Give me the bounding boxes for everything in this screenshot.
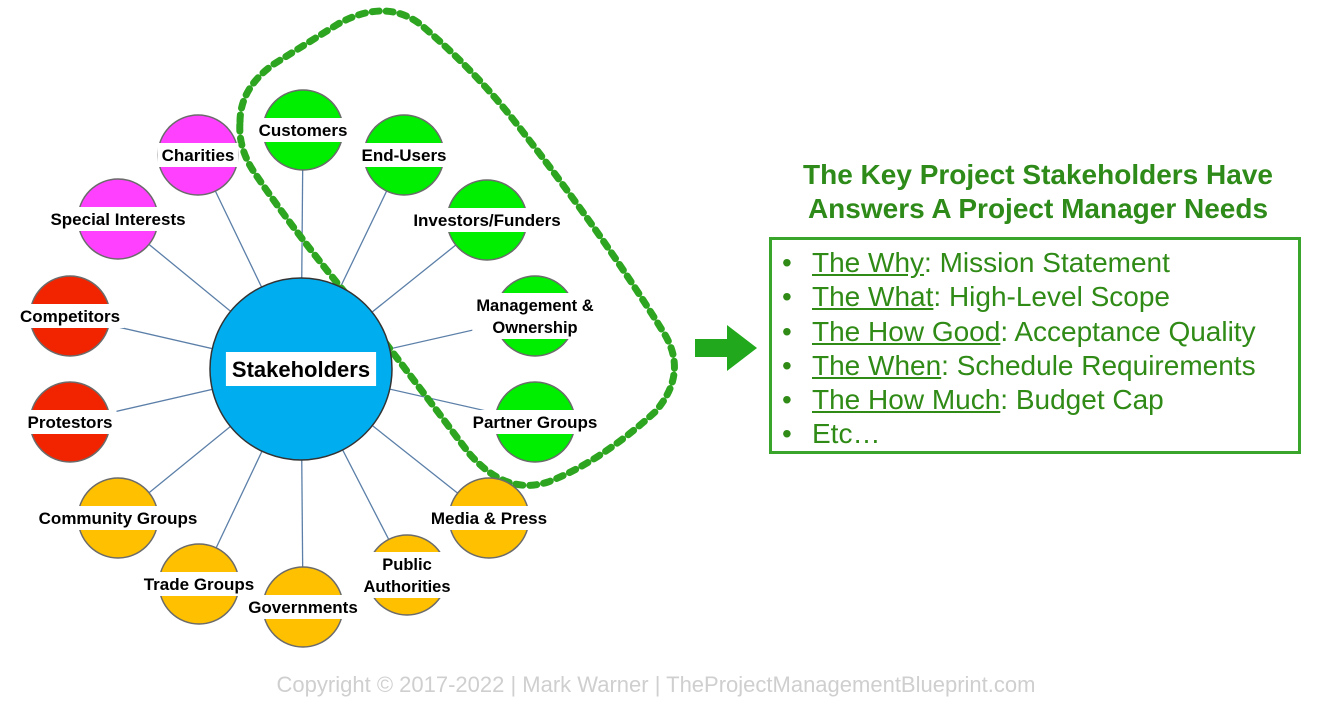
node-label-background [409,208,565,232]
node-label-background [468,410,602,434]
node-label-end-users: End-Users [361,146,446,165]
node-label-charities: Charities [162,146,235,165]
node-label-public-authorities: Authorities [363,578,450,596]
node-management-ownership: Management & Ownership [472,275,598,357]
bullet: • [782,281,792,313]
node-label-background [139,572,259,596]
panel-heading-line1: The Key Project Stakeholders Have [803,159,1273,190]
bullet: • [782,418,792,450]
node-label-background [157,143,239,167]
node-label-management-ownership: Management & [476,297,593,315]
panel-heading-line2: Answers A Project Manager Needs [807,193,1269,224]
list-item: • The How Good: Acceptance Quality [782,315,1298,349]
node-trade-groups: Trade Groups [139,543,259,625]
node-label-background [359,552,455,598]
answer-detail: Etc… [812,418,881,450]
hub-label: Stakeholders [232,357,370,382]
list-item: • The When: Schedule Requirements [782,349,1298,383]
node-label-background [254,118,352,142]
list-item: • The Why: Mission Statement [782,246,1298,280]
node-label-media-press: Media & Press [431,509,547,528]
bullet: • [782,315,792,347]
answers-box: • The Why: Mission Statement • The What: H… [769,237,1301,454]
node-label-protestors: Protestors [27,413,112,432]
node-label-background [23,410,117,434]
answer-topic: The What [812,281,934,313]
answer-detail: : Budget Cap [1000,384,1164,416]
node-label-background [472,293,598,339]
node-label-background [46,207,190,231]
answer-detail: : Acceptance Quality [1000,315,1256,347]
node-label-customers: Customers [259,121,348,140]
answer-detail: : Mission Statement [924,247,1170,278]
node-governments: Governments [244,566,362,648]
answer-detail: : High-Level Scope [933,281,1170,313]
node-label-governments: Governments [248,598,358,617]
answer-topic: The How Much [812,384,1001,416]
node-label-trade-groups: Trade Groups [144,575,255,594]
node-label-background [426,506,552,530]
node-media-press: Media & Press [426,477,552,559]
node-customers: Customers [254,89,352,171]
list-item: • The What: High-Level Scope [782,280,1298,314]
node-protestors: Protestors [23,381,117,463]
stakeholder-nodes: CustomersEnd-UsersInvestors/FundersManag… [15,89,602,648]
panel-heading: The Key Project Stakeholders Have Answer… [768,158,1308,226]
node-community-groups: Community Groups [34,477,202,559]
copyright-footer: Copyright © 2017-2022 | Mark Warner | Th… [276,672,1036,697]
node-label-partner-groups: Partner Groups [473,413,598,432]
bullet: • [782,349,792,381]
node-end-users: End-Users [357,114,451,196]
answer-topic: The How Good [812,315,1001,347]
answer-topic: The Why [812,247,925,278]
answers-list: • The Why: Mission Statement • The What: H… [772,240,1298,452]
node-special-interests: Special Interests [46,178,190,260]
bullet: • [782,247,792,278]
node-label-special-interests: Special Interests [50,210,185,229]
answer-topic: The When [812,349,942,381]
node-label-background [34,506,202,530]
stakeholders-hub: Stakeholders [209,277,393,461]
hub-label-background [225,352,377,386]
node-label-background [15,304,125,328]
node-partner-groups: Partner Groups [468,381,602,463]
arrow-right-icon [695,325,757,371]
node-label-community-groups: Community Groups [39,509,198,528]
node-charities: Charities [157,114,239,196]
node-label-background [244,595,362,619]
list-item: • The How Much: Budget Cap [782,383,1298,417]
node-label-investors-funders: Investors/Funders [413,211,560,230]
node-label-management-ownership: Ownership [492,319,577,337]
bullet: • [782,384,792,416]
answer-detail: : Schedule Requirements [941,349,1256,381]
node-label-competitors: Competitors [20,307,120,326]
node-competitors: Competitors [15,275,125,357]
node-label-background [357,143,451,167]
list-item: • Etc… [782,417,1298,451]
node-investors-funders: Investors/Funders [409,179,565,261]
node-label-public-authorities: Public [382,556,432,574]
